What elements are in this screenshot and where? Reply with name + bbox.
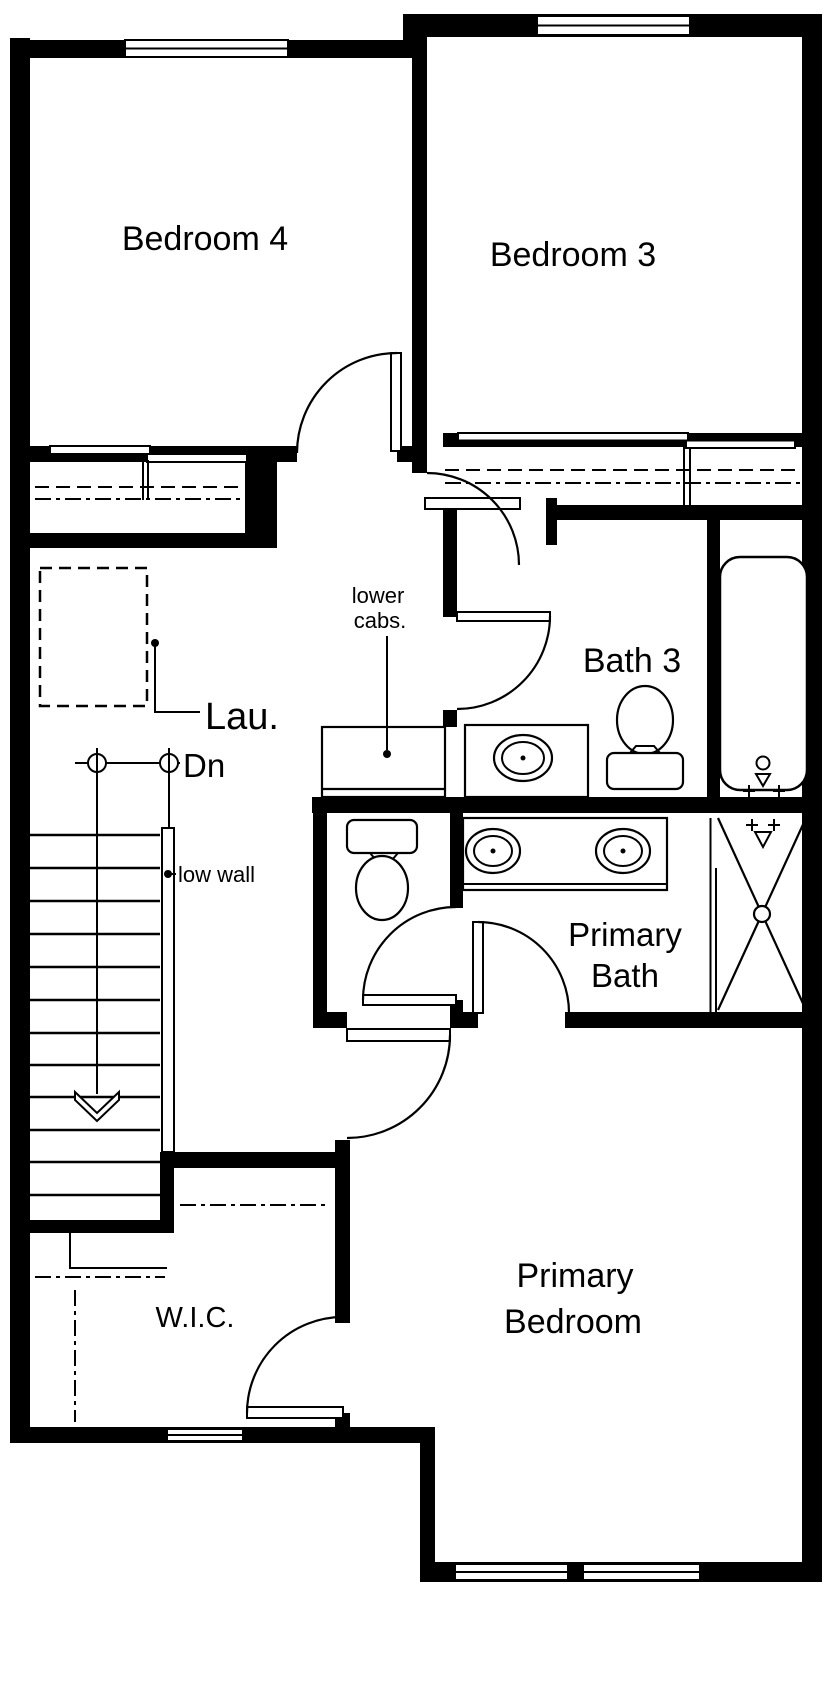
wall-segment (443, 505, 457, 617)
bedroom3-closet-bypass-door (685, 439, 796, 449)
wall-segment (245, 446, 277, 548)
low-wall-label: low wall (178, 862, 255, 887)
bedroom3-closet-bypass-door (457, 432, 689, 442)
wall-segment (450, 1012, 478, 1028)
window (454, 1563, 569, 1581)
wall-segment (707, 520, 720, 797)
primary-bath-label-line2: Bath (591, 957, 659, 994)
window-layer (124, 15, 701, 1581)
bedroom4-closet-bypass-door (49, 445, 151, 455)
bath3-label: Bath 3 (583, 642, 681, 680)
primary-bath-fixtures (345, 816, 807, 1013)
window (124, 39, 289, 58)
primary-bath-door (472, 920, 571, 1014)
primary-sink-right (594, 827, 652, 875)
laundry-label: Lau. (205, 696, 279, 738)
wall-segment (313, 1012, 347, 1028)
lower-cabinets (320, 636, 447, 799)
bath3-toilet (605, 684, 685, 791)
primary-bedroom-label-line2: Bedroom (504, 1303, 642, 1341)
washer-dryer-dashed-box (38, 566, 149, 708)
staircase (30, 748, 180, 1197)
laundry-leader-line (154, 643, 200, 713)
wall-segment (160, 1168, 174, 1233)
wall-segment (10, 38, 30, 1443)
primary-bedroom-label-line1: Primary (516, 1257, 633, 1295)
bedroom4-closet-bypass-door (146, 453, 248, 463)
stair-down-arrow (74, 1089, 120, 1123)
wall-segment (10, 533, 277, 548)
shower-valves (746, 819, 780, 850)
tub-valves (743, 785, 785, 797)
bath3-door (456, 611, 552, 711)
primary-bedroom-door (346, 1028, 452, 1140)
closet-door-layer (49, 432, 796, 463)
primary-toilet (345, 818, 419, 922)
wall-segment (550, 505, 822, 520)
bedroom3-label: Bedroom 3 (490, 236, 656, 274)
lower-cabs-label-line2: cabs. (354, 608, 407, 633)
lower-cabinets-leader-dot (383, 750, 391, 758)
wall-segment (450, 813, 463, 908)
bedroom3-door (424, 471, 521, 566)
wall-segment (160, 1152, 350, 1168)
tub-spout (754, 773, 772, 788)
primary-sink-left (464, 827, 522, 875)
bath3-sink (492, 733, 554, 783)
wic-shelf-line (69, 1233, 167, 1269)
wall-segment (546, 498, 557, 545)
wall-segment (313, 813, 327, 1027)
wic-door (245, 1315, 344, 1419)
bath3-fixtures (463, 555, 809, 799)
window (582, 1563, 701, 1581)
closet-rod-layer (35, 447, 808, 1422)
label-layer: Bedroom 4 Bedroom 3 Bath 3 Primary Bath … (122, 220, 682, 1341)
wall-segment (420, 1427, 435, 1582)
bedroom4-door (295, 351, 402, 454)
wall-segment (412, 40, 427, 473)
wall-segment (30, 1220, 174, 1233)
bedroom4-label: Bedroom 4 (122, 220, 288, 258)
wall-segment (565, 1012, 822, 1028)
bathtub (718, 555, 809, 797)
primary-bath-label-line1: Primary (568, 916, 682, 953)
wall-segment (312, 797, 822, 813)
lower-cabs-label-line1: lower (352, 583, 405, 608)
wall-segment (335, 1140, 350, 1323)
door-layer (245, 351, 571, 1419)
laundry-area (38, 566, 200, 713)
window (166, 1428, 244, 1442)
window (536, 15, 691, 36)
stairs-down-label: Dn (183, 747, 225, 784)
toilet-room-door (361, 905, 457, 1006)
wic-label: W.I.C. (156, 1302, 235, 1334)
wall-segment (443, 710, 457, 727)
shower (709, 817, 807, 1013)
tub-drain (755, 755, 771, 771)
